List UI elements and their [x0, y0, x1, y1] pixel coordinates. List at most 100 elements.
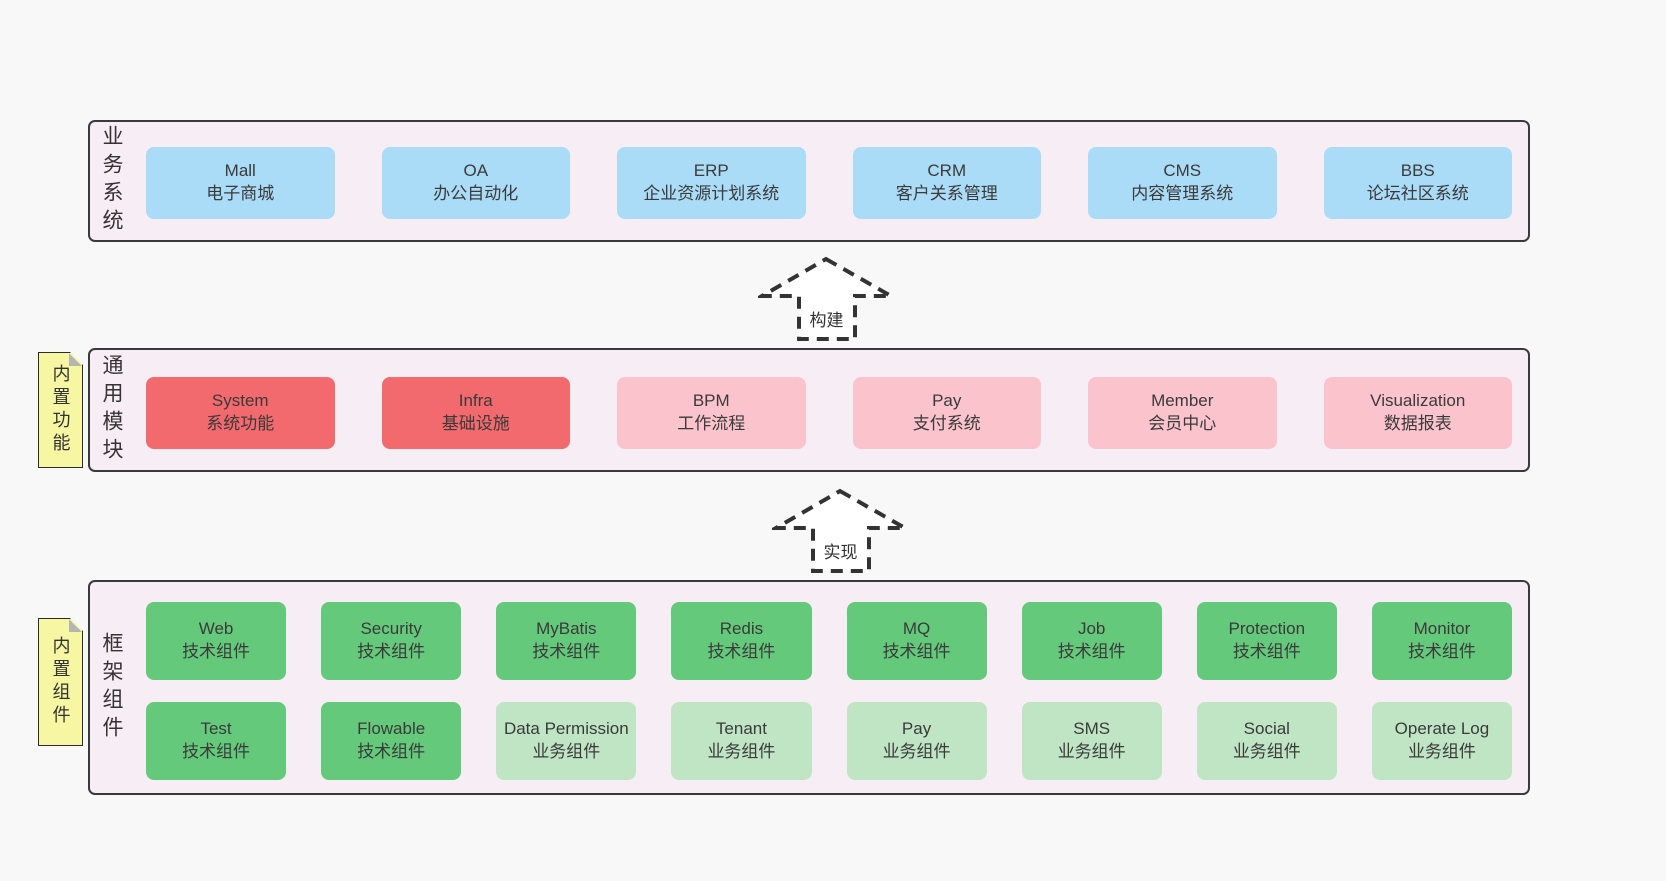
framework-row-1: Web 技术组件 Security 技术组件 MyBatis 技术组件 Redi…	[146, 602, 1512, 680]
box-test: Test 技术组件	[146, 702, 287, 780]
business-systems-panel: 业务系统 Mall 电子商城 OA 办公自动化 ERP 企业资源计划系统 CRM…	[88, 120, 1530, 242]
sticky-fold-icon	[69, 619, 82, 632]
box-title: OA	[463, 161, 489, 181]
box-title: Web	[198, 619, 234, 639]
box-subtitle: 企业资源计划系统	[643, 184, 780, 203]
box-visualization: Visualization 数据报表	[1323, 377, 1512, 449]
box-monitor: Monitor 技术组件	[1371, 602, 1512, 680]
box-subtitle: 内容管理系统	[1131, 184, 1234, 203]
box-subtitle: 基础设施	[441, 414, 510, 433]
sticky-fold-icon	[69, 353, 82, 366]
box-tenant: Tenant 业务组件	[671, 702, 812, 780]
box-cms: CMS 内容管理系统	[1088, 147, 1277, 219]
box-title: Visualization	[1370, 391, 1466, 411]
build-arrow: 构建	[758, 256, 895, 342]
box-title: Protection	[1228, 619, 1306, 639]
box-data-permission: Data Permission 业务组件	[496, 702, 637, 780]
box-subtitle: 技术组件	[357, 742, 426, 761]
build-arrow-label: 构建	[809, 311, 844, 330]
box-infra: Infra 基础设施	[381, 377, 570, 449]
box-subtitle: 支付系统	[912, 414, 981, 433]
box-title: CRM	[927, 161, 967, 181]
box-job: Job 技术组件	[1021, 602, 1162, 680]
box-member: Member 会员中心	[1088, 377, 1277, 449]
box-subtitle: 技术组件	[882, 642, 951, 661]
box-title: CMS	[1163, 161, 1202, 181]
box-subtitle: 工作流程	[677, 414, 746, 433]
framework-components-label: 框架组件	[100, 631, 123, 744]
box-subtitle: 数据报表	[1383, 414, 1452, 433]
box-title: Social	[1243, 719, 1290, 739]
box-subtitle: 论坛社区系统	[1366, 184, 1469, 203]
box-subtitle: 业务组件	[1232, 742, 1301, 761]
box-subtitle: 办公自动化	[433, 184, 519, 203]
box-oa: OA 办公自动化	[381, 147, 570, 219]
business-systems-row: Mall 电子商城 OA 办公自动化 ERP 企业资源计划系统 CRM 客户关系…	[146, 147, 1512, 219]
implement-arrow: 实现	[772, 488, 909, 574]
box-title: Operate Log	[1394, 719, 1490, 739]
box-title: BBS	[1400, 161, 1435, 181]
box-bpm: BPM 工作流程	[617, 377, 806, 449]
box-mall: Mall 电子商城	[146, 147, 335, 219]
box-title: Test	[200, 719, 232, 739]
framework-row-2: Test 技术组件 Flowable 技术组件 Data Permission …	[146, 702, 1512, 780]
box-title: Tenant	[715, 719, 767, 739]
box-social: Social 业务组件	[1196, 702, 1337, 780]
box-redis: Redis 技术组件	[671, 602, 812, 680]
box-security: Security 技术组件	[321, 602, 462, 680]
box-title: MyBatis	[536, 619, 597, 639]
box-pay-module: Pay 支付系统	[852, 377, 1041, 449]
box-title: Monitor	[1413, 619, 1471, 639]
implement-arrow-label: 实现	[823, 543, 858, 562]
business-systems-label: 业务系统	[100, 125, 123, 237]
box-title: Pay	[901, 719, 932, 739]
box-subtitle: 电子商城	[206, 184, 275, 203]
box-erp: ERP 企业资源计划系统	[617, 147, 806, 219]
common-modules-panel: 通用模块 System 系统功能 Infra 基础设施 BPM 工作流程 Pay…	[88, 348, 1530, 472]
framework-components-panel: 框架组件 Web 技术组件 Security 技术组件 MyBatis 技术组件…	[88, 580, 1530, 795]
box-system: System 系统功能	[146, 377, 335, 449]
box-mybatis: MyBatis 技术组件	[496, 602, 637, 680]
sticky-note-built-in-components: 内置组件	[38, 618, 83, 746]
box-subtitle: 会员中心	[1148, 414, 1217, 433]
box-title: SMS	[1073, 719, 1111, 739]
dashed-up-arrow-icon	[772, 488, 909, 573]
box-subtitle: 技术组件	[182, 642, 251, 661]
box-title: Pay	[932, 391, 962, 411]
dashed-up-arrow-icon	[758, 256, 895, 341]
box-flowable: Flowable 技术组件	[321, 702, 462, 780]
common-modules-row: System 系统功能 Infra 基础设施 BPM 工作流程 Pay 支付系统…	[146, 377, 1512, 449]
box-pay-component: Pay 业务组件	[846, 702, 987, 780]
box-title: Security	[360, 619, 422, 639]
box-subtitle: 业务组件	[1057, 742, 1126, 761]
box-title: Mall	[224, 161, 256, 181]
box-operate-log: Operate Log 业务组件	[1371, 702, 1512, 780]
box-subtitle: 技术组件	[1407, 642, 1476, 661]
box-title: System	[211, 391, 269, 411]
common-modules-label: 通用模块	[100, 354, 123, 466]
box-subtitle: 技术组件	[357, 642, 426, 661]
box-subtitle: 技术组件	[1057, 642, 1126, 661]
box-subtitle: 业务组件	[1407, 742, 1476, 761]
box-subtitle: 客户关系管理	[895, 184, 998, 203]
box-title: Job	[1077, 619, 1106, 639]
box-bbs: BBS 论坛社区系统	[1323, 147, 1512, 219]
box-subtitle: 业务组件	[532, 742, 601, 761]
box-title: MQ	[902, 619, 931, 639]
box-title: Data Permission	[503, 719, 629, 739]
sticky-note-text: 内置组件	[50, 636, 71, 728]
box-title: Member	[1151, 391, 1214, 411]
sticky-note-text: 内置功能	[50, 364, 71, 456]
box-subtitle: 技术组件	[1232, 642, 1301, 661]
box-subtitle: 技术组件	[182, 742, 251, 761]
box-title: Infra	[458, 391, 493, 411]
box-subtitle: 系统功能	[206, 414, 275, 433]
box-crm: CRM 客户关系管理	[852, 147, 1041, 219]
box-sms: SMS 业务组件	[1021, 702, 1162, 780]
box-title: Flowable	[357, 719, 426, 739]
box-protection: Protection 技术组件	[1196, 602, 1337, 680]
box-title: Redis	[719, 619, 764, 639]
box-subtitle: 业务组件	[707, 742, 776, 761]
box-subtitle: 技术组件	[532, 642, 601, 661]
